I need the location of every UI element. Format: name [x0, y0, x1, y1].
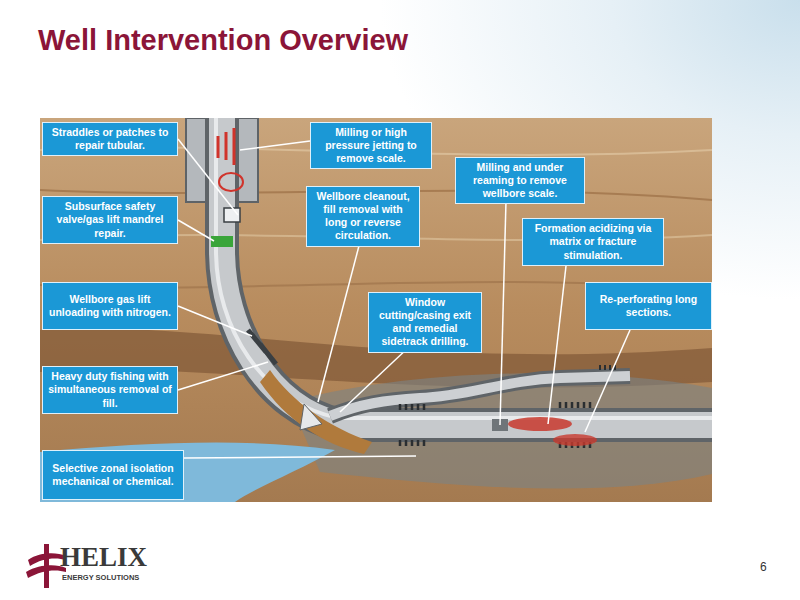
- perforations: [400, 404, 424, 446]
- callout-text: Re-perforating long sections.: [590, 293, 707, 319]
- scale-deposit: [218, 128, 234, 165]
- callout-box: Straddles or patches to repair tubular.: [42, 122, 178, 156]
- callout-box: Re-perforating long sections.: [585, 282, 712, 330]
- callout-text: Wellbore gas lift unloading with nitroge…: [47, 293, 173, 319]
- callout-box: Milling and under reaming to remove well…: [455, 157, 585, 204]
- leader-lines: [178, 139, 630, 458]
- leader-line: [178, 139, 238, 215]
- callout-text: Milling and under reaming to remove well…: [460, 161, 580, 200]
- leader-line: [585, 330, 630, 432]
- callout-text: Milling or high pressure jetting to remo…: [315, 126, 427, 165]
- acid-zone: [508, 417, 572, 431]
- leader-line: [178, 220, 214, 241]
- tool-string: [248, 330, 276, 364]
- leader-line: [178, 362, 268, 390]
- leader-line: [500, 201, 506, 425]
- leader-line: [178, 306, 252, 336]
- callout-box: Window cutting/casing exit and remedial …: [368, 292, 482, 353]
- sidetrack-interior: [330, 376, 630, 416]
- page-number: 6: [760, 560, 767, 574]
- leader-line: [240, 141, 310, 150]
- earth-panel: [40, 118, 712, 502]
- callout-text: Straddles or patches to repair tubular.: [47, 126, 173, 152]
- leader-line: [184, 456, 416, 458]
- callout-text: Heavy duty fishing with simultaneous rem…: [47, 370, 173, 409]
- sidetrack-lateral: [330, 376, 630, 416]
- callout-text: Formation acidizing via matrix or fractu…: [527, 222, 659, 261]
- earth-background: [40, 118, 712, 502]
- wellbore-highlight: [216, 118, 712, 418]
- leader-line: [548, 266, 566, 424]
- wellbore-interior: [222, 118, 712, 425]
- logo-wordmark: HELIX: [60, 542, 147, 573]
- safety-valve: [211, 236, 233, 247]
- fill-deposit: [260, 370, 372, 454]
- callout-box: Wellbore cleanout, fill removal with lon…: [306, 186, 420, 247]
- water-zone: [40, 443, 335, 502]
- callout-box: Selective zonal isolation mechanical or …: [42, 450, 184, 500]
- wellbore-casing: [222, 118, 712, 425]
- scale-ring: [219, 173, 243, 191]
- acid-zone: [553, 434, 597, 446]
- leader-line: [318, 242, 360, 402]
- callout-text: Selective zonal isolation mechanical or …: [47, 462, 179, 488]
- callout-box: Milling or high pressure jetting to remo…: [310, 122, 432, 169]
- callout-text: Window cutting/casing exit and remedial …: [373, 296, 477, 349]
- callout-text: Subsurface safety valve/gas lift mandrel…: [47, 200, 173, 239]
- slide-title: Well Intervention Overview: [38, 24, 408, 57]
- logo-bar: [44, 544, 49, 588]
- callout-box: Wellbore gas lift unloading with nitroge…: [42, 282, 178, 330]
- fishing-tool: [300, 404, 322, 430]
- callout-box: Formation acidizing via matrix or fractu…: [522, 218, 664, 266]
- logo-tagline: ENERGY SOLUTIONS: [62, 573, 139, 582]
- callout-box: Heavy duty fishing with simultaneous rem…: [42, 366, 178, 414]
- callout-text: Wellbore cleanout, fill removal with lon…: [311, 190, 415, 243]
- leader-line: [340, 346, 410, 412]
- callout-box: Subsurface safety valve/gas lift mandrel…: [42, 196, 178, 244]
